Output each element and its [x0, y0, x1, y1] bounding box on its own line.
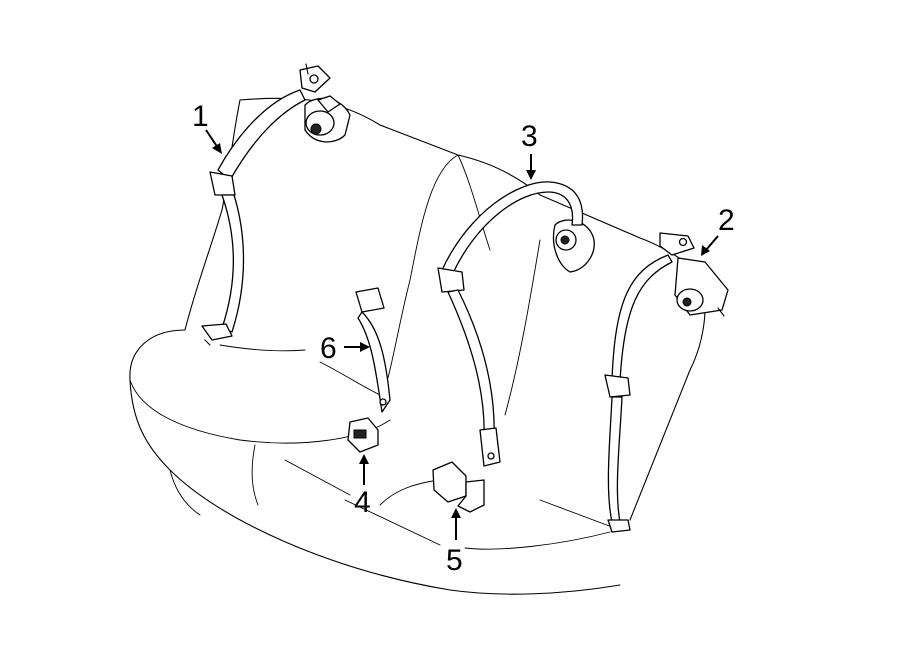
- callout-4: 4: [354, 454, 371, 519]
- callout-number-1: 1: [192, 100, 209, 133]
- buckle-with-strap-part: [432, 461, 485, 513]
- callout-6: 6: [320, 332, 370, 365]
- callout-1: 1: [192, 100, 222, 154]
- callout-5: 5: [446, 508, 463, 577]
- callout-number-4: 4: [354, 486, 371, 519]
- callout-2: 2: [701, 204, 735, 256]
- center-buckle-strap-part: [355, 287, 391, 413]
- callout-number-5: 5: [446, 544, 463, 577]
- callout-number-2: 2: [718, 204, 735, 237]
- center-belt-assembly: [437, 181, 595, 467]
- callout-number-6: 6: [320, 332, 337, 365]
- right-outer-belt-assembly: [604, 232, 729, 533]
- callout-3: 3: [521, 120, 538, 180]
- left-outer-belt-assembly: [201, 63, 351, 346]
- callout-number-3: 3: [521, 120, 538, 153]
- small-buckle-part: [347, 417, 379, 453]
